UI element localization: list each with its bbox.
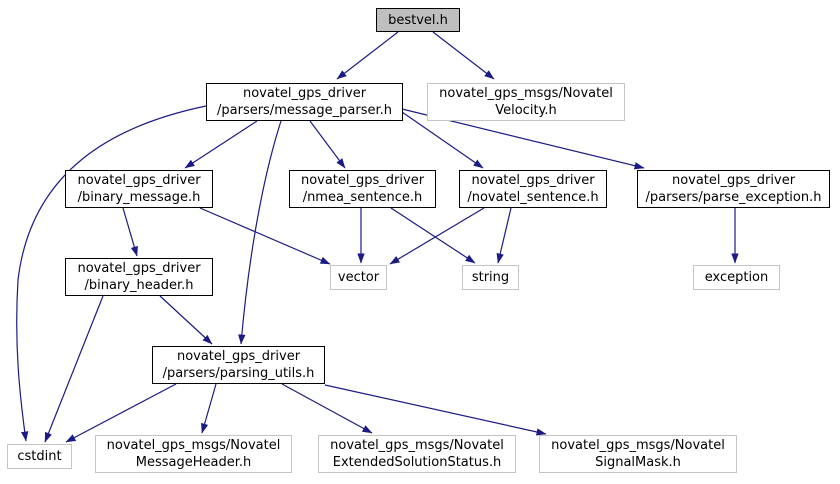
graph-node-binary_message[interactable]: novatel_gps_driver/binary_message.h bbox=[65, 170, 213, 208]
graph-node-label-line: /parsers/parse_exception.h bbox=[645, 190, 822, 205]
graph-node-string: string bbox=[462, 265, 519, 290]
graph-node-label-line: cstdint bbox=[17, 449, 62, 464]
graph-edge-binary_header-to-cstdint bbox=[44, 295, 104, 443]
graph-node-label-line: exception bbox=[704, 270, 769, 285]
graph-edge-parsing_utils-to-cstdint bbox=[65, 383, 177, 443]
graph-edge-bestvel-to-novatel_velocity bbox=[432, 31, 495, 80]
graph-edge-message_parser-to-binary_message bbox=[184, 120, 258, 169]
graph-edge-message_parser-to-nmea_sentence bbox=[309, 120, 346, 169]
graph-node-label-line: bestvel.h bbox=[388, 12, 448, 28]
graph-edge-parsing_utils-to-novatel_message_header bbox=[201, 383, 217, 434]
graph-node-label-line: string bbox=[471, 270, 510, 285]
graph-node-label-line: ExtendedSolutionStatus.h bbox=[332, 455, 502, 470]
graph-node-cstdint: cstdint bbox=[7, 444, 72, 469]
graph-edge-message_parser-to-cstdint bbox=[16, 105, 207, 442]
graph-node-label-line: novatel_gps_driver bbox=[671, 173, 796, 188]
graph-node-label-line: /novatel_sentence.h bbox=[467, 190, 599, 205]
graph-edge-parsing_utils-to-novatel_signal_mask bbox=[324, 384, 547, 436]
graph-node-label-line: novatel_gps_driver bbox=[471, 173, 595, 188]
graph-node-label-line: novatel_gps_driver bbox=[300, 173, 425, 188]
graph-node-parse_exception[interactable]: novatel_gps_driver/parsers/parse_excepti… bbox=[637, 170, 830, 208]
graph-node-bestvel: bestvel.h bbox=[376, 8, 460, 32]
graph-node-label-line: novatel_gps_msgs/Novatel bbox=[551, 438, 725, 453]
graph-node-label-line: novatel_gps_msgs/Novatel bbox=[106, 438, 281, 453]
graph-edge-binary_message-to-binary_header bbox=[122, 207, 138, 257]
graph-node-label-line: /binary_header.h bbox=[84, 278, 194, 293]
graph-node-parsing_utils[interactable]: novatel_gps_driver/parsers/parsing_utils… bbox=[152, 346, 325, 384]
graph-edge-parsing_utils-to-novatel_ext_sol_status bbox=[281, 383, 373, 434]
graph-edge-novatel_sentence-to-string bbox=[496, 207, 512, 264]
graph-edge-message_parser-to-parsing_utils bbox=[238, 120, 282, 345]
graph-node-message_parser[interactable]: novatel_gps_driver/parsers/message_parse… bbox=[206, 83, 403, 121]
graph-edge-binary_header-to-parsing_utils bbox=[159, 295, 213, 345]
graph-node-label-line: novatel_gps_msgs/Novatel bbox=[330, 438, 504, 453]
graph-node-novatel_sentence[interactable]: novatel_gps_driver/novatel_sentence.h bbox=[459, 170, 607, 208]
graph-node-label-line: MessageHeader.h bbox=[135, 455, 252, 470]
graph-edge-bestvel-to-message_parser bbox=[336, 31, 399, 80]
graph-edge-message_parser-to-novatel_sentence bbox=[401, 111, 484, 169]
graph-node-label-line: /binary_message.h bbox=[77, 190, 201, 205]
graph-node-label-line: vector bbox=[337, 270, 380, 285]
graph-node-exception: exception bbox=[693, 265, 780, 290]
graph-edge-nmea_sentence-to-string bbox=[390, 207, 476, 264]
graph-node-label-line: /parsers/message_parser.h bbox=[217, 103, 392, 118]
graph-edge-novatel_sentence-to-vector bbox=[389, 207, 485, 265]
graph-node-label-line: /nmea_sentence.h bbox=[302, 190, 423, 205]
graph-node-nmea_sentence[interactable]: novatel_gps_driver/nmea_sentence.h bbox=[289, 170, 436, 208]
graph-node-label-line: SignalMask.h bbox=[595, 455, 681, 470]
graph-node-vector: vector bbox=[330, 265, 387, 290]
graph-node-label-line: Velocity.h bbox=[495, 103, 557, 118]
graph-node-label-line: novatel_gps_msgs/Novatel bbox=[439, 86, 613, 101]
graph-edge-binary_message-to-vector bbox=[199, 207, 331, 265]
graph-node-label-line: novatel_gps_driver bbox=[242, 86, 367, 101]
graph-node-label-line: novatel_gps_driver bbox=[176, 349, 301, 364]
graph-node-label-line: novatel_gps_driver bbox=[77, 173, 201, 188]
graph-node-binary_header[interactable]: novatel_gps_driver/binary_header.h bbox=[65, 258, 213, 296]
graph-node-label-line: /parsers/parsing_utils.h bbox=[162, 366, 315, 381]
graph-node-label-line: novatel_gps_driver bbox=[77, 261, 201, 276]
